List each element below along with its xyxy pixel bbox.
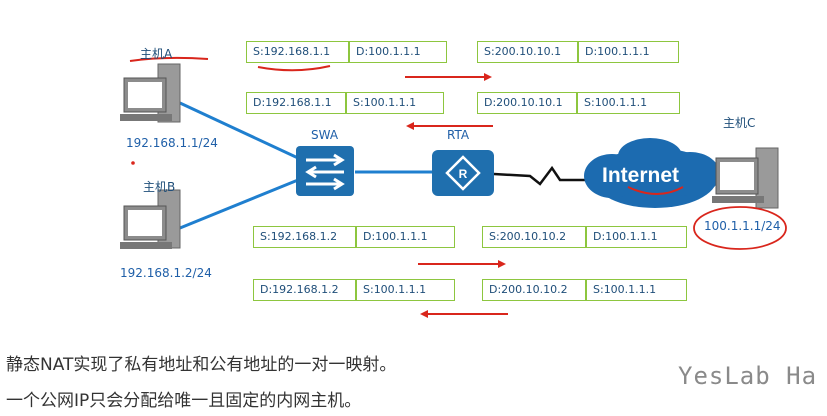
packet-a-in-outside-src: S:100.1.1.1 [577, 92, 680, 114]
host-a-name: 主机A [140, 47, 173, 61]
packet-a-in-inside-src: S:100.1.1.1 [346, 92, 444, 114]
packet-a-out-outside-dst: D:100.1.1.1 [578, 41, 679, 63]
internet-cloud-icon [584, 138, 720, 208]
packet-b-in-inside-src: S:100.1.1.1 [356, 279, 455, 301]
packet-b-out-inside-dst: D:100.1.1.1 [356, 226, 455, 248]
link-b-swa [179, 178, 299, 230]
packet-a-out-inside-dst: D:100.1.1.1 [349, 41, 447, 63]
arrow-a-inbound [406, 122, 493, 130]
svg-text:R: R [459, 167, 468, 181]
packet-a-in-inside-dst: D:192.168.1.1 [246, 92, 346, 114]
host-c-computer-icon [712, 147, 779, 209]
arrow-a-outbound [405, 73, 492, 81]
host-c-ip-circle-mark [693, 206, 787, 250]
note-line-1: 静态NAT实现了私有地址和公有地址的一对一映射。 [6, 355, 397, 375]
switch-label: SWA [311, 128, 339, 142]
packet-b-out-inside-src: S:192.168.1.2 [253, 226, 356, 248]
packet-a-out-inside-src: S:192.168.1.1 [246, 41, 349, 63]
router-icon: R [432, 150, 494, 196]
watermark: YesLab Ha [678, 362, 818, 390]
packet-underline-mark [257, 65, 331, 72]
link-a-swa [179, 101, 299, 160]
router-label: RTA [447, 128, 470, 142]
arrow-b-inbound [420, 310, 508, 318]
host-a-underline-mark [129, 56, 209, 62]
note-line-2: 一个公网IP只会分配给唯一且固定的内网主机。 [6, 391, 362, 411]
packet-b-in-outside-src: S:100.1.1.1 [586, 279, 687, 301]
arrow-b-outbound [418, 260, 506, 268]
host-c-name: 主机C [723, 116, 756, 130]
packet-b-in-outside-dst: D:200.10.10.2 [482, 279, 586, 301]
stray-dot-mark [131, 161, 135, 165]
packet-b-in-inside-dst: D:192.168.1.2 [253, 279, 356, 301]
packet-a-in-outside-dst: D:200.10.10.1 [477, 92, 577, 114]
internet-label: Internet [602, 164, 680, 187]
host-b-name: 主机B [143, 180, 176, 194]
host-c-ip: 100.1.1.1/24 [704, 219, 781, 233]
nat-diagram: R [120, 41, 787, 318]
host-a-ip: 192.168.1.1/24 [126, 136, 218, 150]
link-rta-internet [493, 165, 588, 186]
topology-lines: R [120, 56, 787, 318]
packet-b-out-outside-src: S:200.10.10.2 [482, 226, 586, 248]
host-a-computer-icon [120, 63, 181, 123]
packet-a-out-outside-src: S:200.10.10.1 [477, 41, 578, 63]
host-b-ip: 192.168.1.2/24 [120, 266, 212, 280]
host-b-computer-icon [120, 189, 181, 249]
switch-icon [296, 146, 354, 196]
packet-b-out-outside-dst: D:100.1.1.1 [586, 226, 687, 248]
